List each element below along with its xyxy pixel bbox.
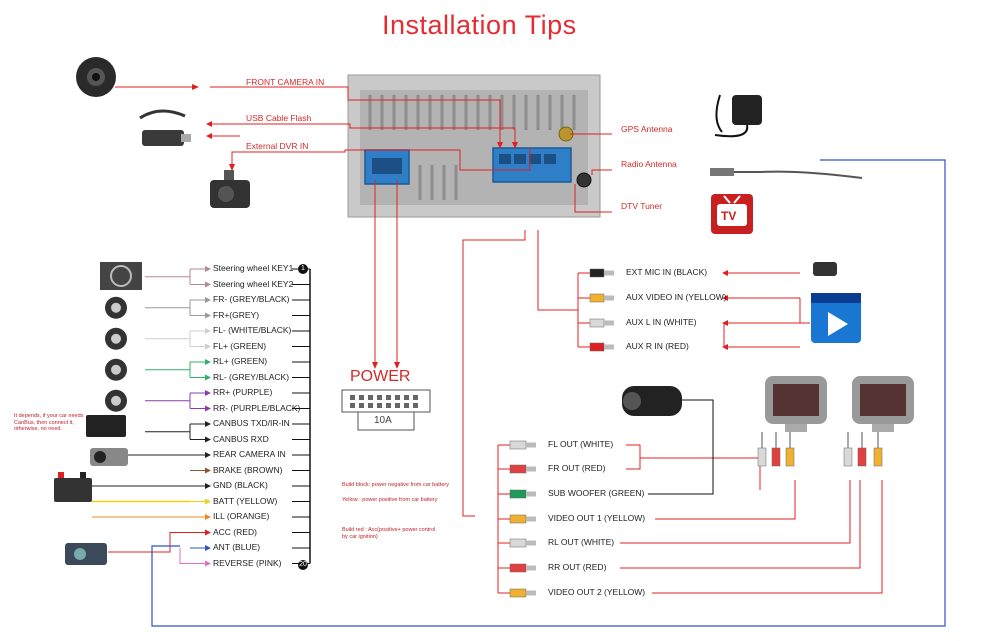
aux-input-label: AUX VIDEO IN (YELLOW) xyxy=(626,292,727,302)
rca-plug xyxy=(509,588,536,598)
batt-note: Yellow : power positive from car battery xyxy=(342,497,438,503)
usb-cable-icon xyxy=(139,109,191,146)
output-label: SUB WOOFER (GREEN) xyxy=(548,488,645,498)
dtv-label: DTV Tuner xyxy=(621,201,663,211)
headrest-monitor-1-icon xyxy=(765,376,827,432)
aux-input-label: AUX L IN (WHITE) xyxy=(626,317,697,327)
harness-wire-label: FL+ (GREEN) xyxy=(213,340,267,351)
top-connection-lines xyxy=(115,86,612,213)
tv-tuner-icon xyxy=(711,194,753,234)
ignition-key-icon xyxy=(65,543,107,565)
harness-wire-label: ANT (BLUE) xyxy=(213,542,261,552)
video-player-icon xyxy=(811,293,861,343)
output-label: RL OUT (WHITE) xyxy=(548,537,615,547)
harness-wire-label: RL+ (GREEN) xyxy=(213,356,268,366)
aux-input-label: AUX R IN (RED) xyxy=(626,341,689,351)
head-unit-back-panel xyxy=(347,74,601,218)
tv-icon-text: TV xyxy=(721,209,737,223)
harness-wire-label: BRAKE (BROWN) xyxy=(213,464,283,475)
harness-wire-label: REAR CAMERA IN xyxy=(213,449,286,459)
subwoofer-icon xyxy=(622,386,682,416)
harness-wire-label: REVERSE (PINK) xyxy=(213,557,282,568)
harness-wire-label: ACC (RED) xyxy=(213,526,257,537)
rca-plug xyxy=(509,464,536,474)
rca-plug xyxy=(509,514,536,524)
harness-wire-label: Steering wheel KEY2 xyxy=(213,278,294,289)
monitor-rca-plug xyxy=(785,432,795,467)
rca-plug xyxy=(589,293,614,303)
harness-lines xyxy=(92,266,311,567)
steering-wheel-icon xyxy=(100,262,142,290)
output-label: FL OUT (WHITE) xyxy=(548,439,614,449)
rca-plug xyxy=(509,440,536,450)
rca-plug xyxy=(509,489,536,499)
canbus-note: It depends, if your car needs CanBus, th… xyxy=(14,413,84,432)
front-camera-icon xyxy=(76,57,116,97)
output-label: VIDEO OUT 1 (YELLOW) xyxy=(548,513,646,523)
acc-note: Build red : Acc(positive+ power control … xyxy=(342,527,436,540)
headrest-monitor-2-icon xyxy=(852,376,914,432)
output-label: RR OUT (RED) xyxy=(548,562,607,572)
harness-wire-label: CANBUS RXD xyxy=(213,433,269,444)
monitor-rca-plug xyxy=(843,432,853,467)
usb-label: USB Cable Flash xyxy=(246,113,312,123)
harness-wire-label: CANBUS TXD/IR-IN xyxy=(213,418,290,428)
power-label: POWER xyxy=(350,368,411,385)
gnd-note: Build block: power negative from car bat… xyxy=(342,482,449,488)
power-connector xyxy=(341,180,431,431)
harness-wire-label: RR- (PURPLE/BLACK) xyxy=(213,402,301,413)
ant-blue-wire xyxy=(151,159,946,627)
harness-wire-label: RR+ (PURPLE) xyxy=(213,387,273,397)
harness-wire-label: FL- (WHITE/BLACK) xyxy=(213,325,292,335)
monitor-rca-plug xyxy=(873,432,883,467)
monitor-rca-plug xyxy=(757,432,767,467)
harness-wire-label: FR+(GREY) xyxy=(213,309,260,320)
harness-wire-label: GND (BLACK) xyxy=(213,480,268,490)
speaker-icon xyxy=(105,327,127,350)
monitor-rca-plug xyxy=(857,432,867,467)
gps-label: GPS Antenna xyxy=(621,124,673,134)
rca-plug xyxy=(509,538,536,548)
radio-antenna-icon xyxy=(710,168,863,179)
gps-antenna-icon xyxy=(714,94,762,138)
front-camera-label: FRONT CAMERA IN xyxy=(246,77,325,87)
harness-wire-label: FR- (GREY/BLACK) xyxy=(213,294,290,304)
canbus-module-icon xyxy=(86,415,126,437)
speaker-icon xyxy=(105,389,127,412)
rca-plug xyxy=(589,342,614,352)
output-group xyxy=(462,230,883,598)
speaker-icon xyxy=(105,358,127,381)
monitor-rca-plug xyxy=(771,432,781,467)
pin-number-last: 20 xyxy=(298,560,308,570)
rca-plug xyxy=(589,318,614,328)
output-label: VIDEO OUT 2 (YELLOW) xyxy=(548,587,646,597)
aux-input-label: EXT MIC IN (BLACK) xyxy=(626,267,708,277)
harness-wire-label: RL- (GREY/BLACK) xyxy=(213,371,290,382)
rca-plug xyxy=(509,563,536,573)
harness-wire-label: BATT (YELLOW) xyxy=(213,495,278,506)
radio-label: Radio Antenna xyxy=(621,159,677,169)
dvr-label: External DVR IN xyxy=(246,141,309,151)
rear-camera-icon xyxy=(90,448,128,466)
page-title: Installation Tips xyxy=(382,10,577,40)
speaker-icon xyxy=(105,296,127,319)
pin-number-first: 1 xyxy=(298,264,308,274)
harness-wire-label: Steering wheel KEY1 xyxy=(213,263,294,273)
mic-icon xyxy=(813,262,837,276)
output-label: FR OUT (RED) xyxy=(548,463,606,473)
dvr-icon xyxy=(210,170,250,208)
aux-input-group xyxy=(537,230,810,352)
harness-wire-label: ILL (ORANGE) xyxy=(213,511,270,521)
rca-plug xyxy=(589,268,614,278)
fuse-label: 10A xyxy=(374,415,392,426)
battery-icon xyxy=(54,472,92,502)
